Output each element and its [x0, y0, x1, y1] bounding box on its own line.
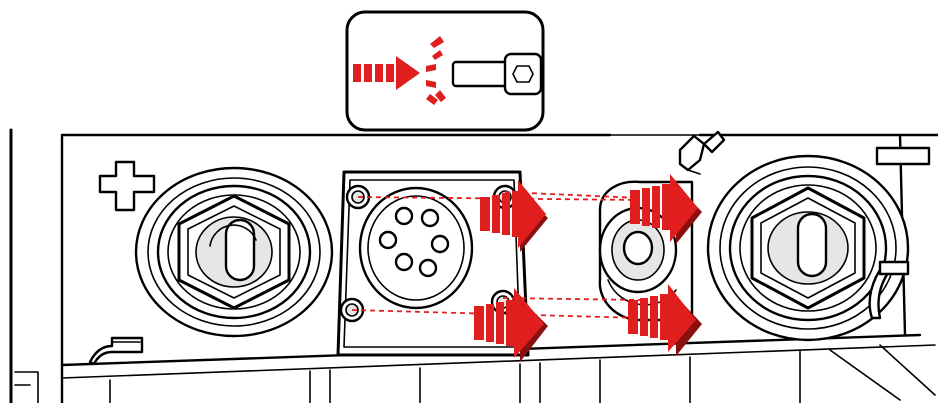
connector-pins — [378, 206, 450, 278]
instruction-inset — [345, 10, 545, 132]
positive-terminal — [134, 166, 334, 338]
socket-head-screw-icon — [451, 52, 543, 96]
removal-arrow-lower-right — [628, 284, 702, 356]
mig-torch-icon — [678, 130, 726, 175]
plus-sign-icon — [98, 160, 156, 212]
removal-arrow-upper-left — [480, 180, 548, 252]
welder-front-panel — [9, 128, 938, 403]
dashed-arrow-icon — [353, 56, 420, 90]
break-fragments-icon — [426, 36, 446, 105]
negative-cable-tag — [868, 260, 910, 320]
removal-arrow-upper-right — [630, 174, 702, 244]
removal-arrow-lower-left — [474, 288, 548, 362]
negative-terminal — [706, 154, 910, 342]
positive-cable-tag — [88, 336, 144, 366]
minus-sign-icon — [875, 146, 931, 166]
